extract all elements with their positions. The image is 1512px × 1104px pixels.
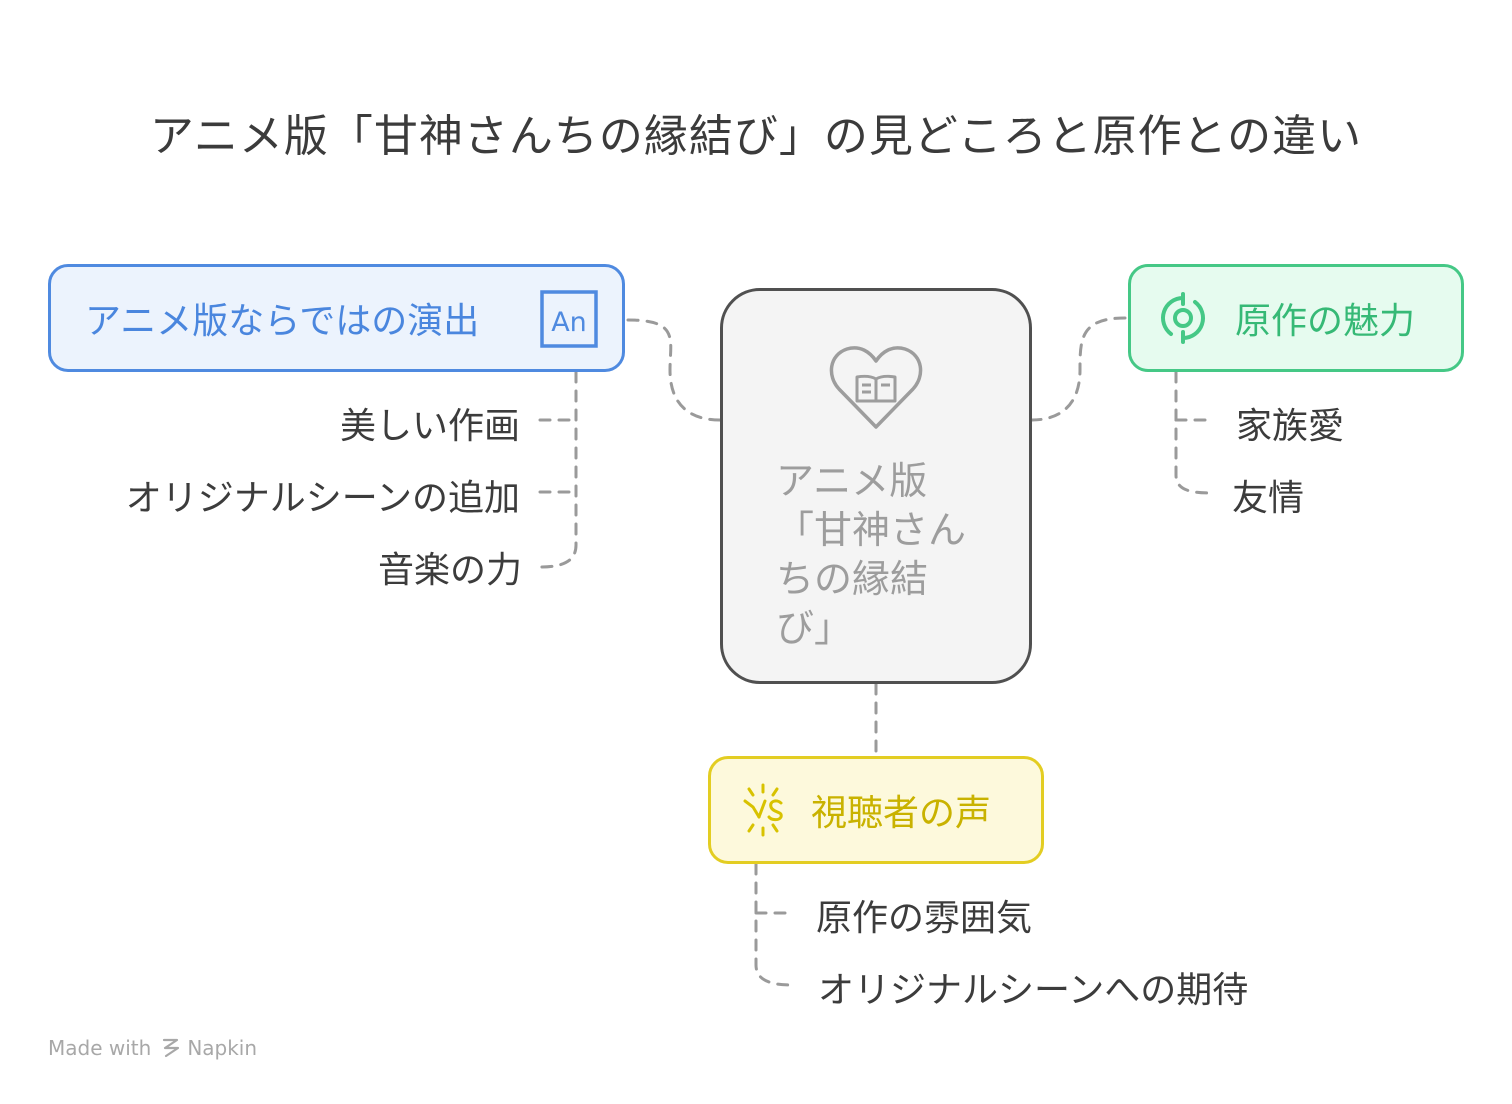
connector-yellow-items bbox=[754, 862, 794, 987]
viewer-voice-item: オリジナルシーンへの期待 bbox=[818, 970, 1249, 1011]
anime-direction-node: アニメ版ならではの演出 An bbox=[48, 264, 625, 372]
napkin-brand-text: Napkin bbox=[187, 1036, 258, 1060]
original-appeal-item: 友情 bbox=[1232, 478, 1305, 519]
target-cycle-icon bbox=[1161, 292, 1205, 344]
center-node: アニメ版「甘神さんちの縁結び」 bbox=[720, 288, 1032, 684]
napkin-logo-icon bbox=[163, 1038, 180, 1058]
made-with-text: Made with bbox=[48, 1036, 152, 1060]
original-appeal-node: 原作の魅力 bbox=[1128, 264, 1464, 372]
anime-direction-item: 音楽の力 bbox=[377, 550, 522, 591]
connector-blue-center bbox=[626, 318, 722, 422]
anime-direction-label: アニメ版ならではの演出 bbox=[85, 301, 480, 342]
connector-green-center bbox=[1030, 316, 1127, 422]
connector-green-items bbox=[1174, 370, 1214, 495]
original-appeal-label: 原作の魅力 bbox=[1235, 301, 1416, 342]
footer-watermark: Made with Napkin bbox=[48, 1036, 257, 1060]
center-label: アニメ版「甘神さんちの縁結び」 bbox=[776, 459, 967, 650]
svg-text:An: An bbox=[551, 307, 587, 338]
viewer-voice-label: 視聴者の声 bbox=[811, 793, 992, 834]
diagram-title: アニメ版「甘神さんちの縁結び」の見どころと原作との違い bbox=[149, 111, 1363, 162]
original-appeal-item: 家族愛 bbox=[1236, 406, 1345, 447]
anime-direction-item: 美しい作画 bbox=[339, 406, 520, 447]
viewer-voice-node: 視聴者の声 bbox=[708, 756, 1044, 864]
an-icon: An bbox=[540, 290, 598, 348]
connector-blue-items bbox=[538, 370, 578, 569]
anime-direction-item: オリジナルシーンの追加 bbox=[125, 478, 520, 519]
viewer-voice-item: 原作の雰囲気 bbox=[816, 898, 1033, 939]
heart-book-icon bbox=[829, 346, 923, 429]
vs-icon bbox=[743, 783, 783, 837]
